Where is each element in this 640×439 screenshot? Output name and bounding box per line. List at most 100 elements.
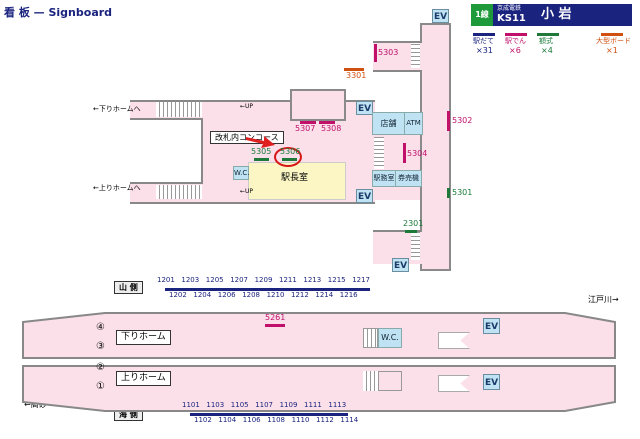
operator: 京成電鉄 [497,5,522,12]
highlight-circle [274,147,302,167]
sign-row-mountain [165,288,370,291]
sign-number: 1209 [254,276,273,284]
ev[interactable]: EV [356,101,373,115]
sign-number: 1111 [304,401,322,409]
track-2: ② [96,362,105,373]
sign-5304: 5304 [407,149,428,158]
sign-number: 1109 [279,401,298,409]
sign-number: 1202 [169,291,187,299]
station-name: 小 岩 [541,7,572,22]
legend-count: ×1 [606,46,618,55]
sign-number: 1102 [194,416,212,424]
sign-5261: 5261 [265,313,286,322]
sign-marker [447,111,450,131]
to-down-platform[interactable]: ←下りホームへ [93,105,141,113]
sign-number: 1103 [206,401,225,409]
sign-5307: 5307 [295,124,316,133]
sign-number: 1104 [218,416,237,424]
legend-count: ×31 [476,46,493,55]
sign-marker [300,121,316,124]
stairs[interactable] [156,185,202,199]
sign-marker [319,121,335,124]
legend-count: ×6 [509,46,521,55]
sign-number: 1213 [303,276,322,284]
platform-ev[interactable]: EV [483,318,500,334]
stair-box [378,371,402,391]
sign-3301: 3301 [346,71,367,80]
stairs[interactable] [411,232,420,260]
sign-number: 1216 [339,291,358,299]
track-3: ③ [96,341,105,352]
sign-number: 1215 [327,276,346,284]
legend-swatch [505,33,527,36]
to-up-platform[interactable]: ←上りホームへ [93,184,141,192]
atm[interactable]: ATM [404,112,423,135]
track-4: ④ [96,322,105,333]
sign-marker [447,188,450,198]
sign-number: 1206 [217,291,236,299]
platform-ev[interactable]: EV [483,374,500,390]
sign-number: 1106 [242,416,261,424]
legend-count: ×4 [541,46,553,55]
up-platform-label: 上りホーム [116,371,171,386]
sign-marker [282,158,297,161]
sign-5306: 5306 [280,147,301,156]
platform-wc: W.C. [378,328,402,348]
sign-number: 1217 [352,276,371,284]
sign-number: 1214 [315,291,334,299]
station-office-label: 駅長室 [281,173,309,183]
sign-number: 1114 [340,416,359,424]
station-badge: 1線 京成電鉄 KS11 小 岩 [471,4,632,26]
sign-number: 1204 [193,291,212,299]
legend-swatch [473,33,495,36]
legend-label: 大型ボード [596,37,631,45]
sign-marker [405,230,417,233]
sign-number: 1208 [242,291,261,299]
sign-number: 1201 [157,276,175,284]
stairs[interactable] [156,102,202,117]
legend-label: 駅でん [505,37,526,45]
up-label: UP [245,103,254,110]
line-number: 1線 [471,4,493,26]
stairs[interactable] [374,137,384,169]
sign-number: 1207 [230,276,249,284]
ev[interactable]: EV [392,258,409,272]
sign-5301: 5301 [452,188,473,197]
stairs[interactable] [363,328,378,348]
page-title: 看 板 — Signboard [4,6,113,19]
sign-number: 1108 [267,416,286,424]
sign-2301: 2301 [403,219,424,228]
legend-swatch [601,33,623,36]
sign-5308: 5308 [321,124,342,133]
ticket-machine[interactable]: 券売機 [395,170,422,187]
sign-number: 1110 [291,416,310,424]
down-platform-label: 下りホーム [116,330,171,345]
ev[interactable]: EV [356,189,373,203]
wc: W.C. [233,166,249,180]
down-platform [22,312,616,359]
sign-number: 1112 [316,416,334,424]
sign-number: 1212 [291,291,309,299]
sign-marker [403,143,406,163]
to-takasago: ←高砂 [24,400,47,409]
room [290,89,346,121]
station-code: KS11 [497,13,526,24]
stairs[interactable] [363,371,378,391]
sign-5303: 5303 [378,48,399,57]
up-label: UP [245,188,254,195]
arrow-icon [246,136,275,148]
sign-marker [254,158,269,161]
legend-swatch [537,33,559,36]
sign-5305: 5305 [251,147,272,156]
sign-number: 1101 [182,401,200,409]
station-staff-room: 駅務室 [372,170,396,187]
stairs[interactable] [411,43,420,68]
sign-number: 1205 [205,276,224,284]
sign-number: 1105 [230,401,249,409]
legend-label: 額式 [539,37,553,45]
void [130,118,203,184]
sign-number: 1203 [181,276,200,284]
ev[interactable]: EV [432,9,449,23]
sign-5302: 5302 [452,116,473,125]
